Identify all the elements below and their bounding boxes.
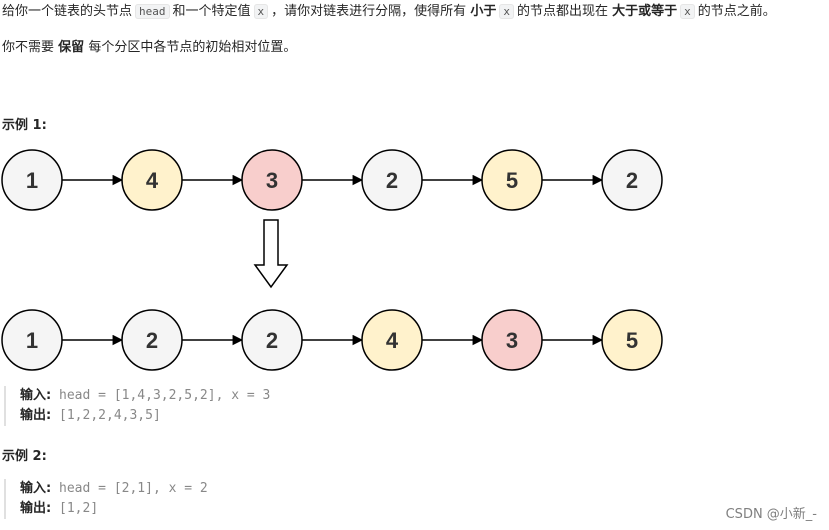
example-2-heading: 示例 2: bbox=[2, 449, 47, 464]
after-node-6 bbox=[601, 309, 663, 371]
input-line: 输入: head = [1,4,3,2,5,2], x = 3 bbox=[20, 386, 270, 406]
inline-code-x: x bbox=[253, 4, 269, 19]
before-node-label: 5 bbox=[506, 168, 518, 193]
before-node-label: 3 bbox=[266, 168, 278, 193]
csdn-watermark: CSDN @小新_- bbox=[725, 507, 817, 522]
after-node-5 bbox=[481, 309, 543, 371]
after-node-2 bbox=[121, 309, 183, 371]
after-node-label: 3 bbox=[506, 328, 518, 353]
after-node-label: 5 bbox=[626, 328, 638, 353]
inline-code-x: x bbox=[499, 4, 514, 19]
input-value: head = [2,1], x = 2 bbox=[59, 481, 208, 496]
intro-text: 的节点都出现在 bbox=[516, 4, 608, 19]
intro-text: 你不需要 bbox=[2, 40, 55, 55]
input-label: 输入: bbox=[20, 481, 52, 496]
after-node-4 bbox=[361, 309, 423, 371]
before-node-3 bbox=[241, 149, 303, 211]
output-value: [1,2] bbox=[59, 501, 99, 516]
before-node-2 bbox=[121, 149, 183, 211]
input-line: 输入: head = [2,1], x = 2 bbox=[20, 479, 208, 499]
intro-text: 给你一个链表的头节点 bbox=[2, 4, 133, 19]
intro-text: 的节点之前。 bbox=[697, 4, 776, 19]
after-node-label: 4 bbox=[386, 328, 399, 353]
before-node-label: 4 bbox=[146, 168, 159, 193]
linked-list-diagram: 1 4 3 2 5 2 1 2 2 4 3 5 bbox=[1, 149, 663, 371]
before-node-4 bbox=[361, 149, 423, 211]
after-node-label: 1 bbox=[26, 328, 38, 353]
bold-keep: 保留 bbox=[58, 40, 85, 55]
before-node-label: 2 bbox=[386, 168, 398, 193]
example-2-code: 输入: head = [2,1], x = 2 输出: [1,2] bbox=[4, 479, 208, 519]
output-line: 输出: [1,2] bbox=[20, 499, 208, 519]
intro-text: 和一个特定值 bbox=[172, 4, 251, 19]
before-node-6 bbox=[601, 149, 663, 211]
after-node-1 bbox=[1, 309, 63, 371]
bold-less-than: 小于 bbox=[470, 4, 497, 19]
output-value: [1,2,2,4,3,5] bbox=[59, 408, 161, 423]
inline-code-x: x bbox=[680, 4, 695, 19]
output-label: 输出: bbox=[20, 501, 52, 516]
output-label: 输出: bbox=[20, 408, 52, 423]
input-value: head = [1,4,3,2,5,2], x = 3 bbox=[59, 388, 271, 403]
before-node-1 bbox=[1, 149, 63, 211]
input-label: 输入: bbox=[20, 388, 52, 403]
intro-paragraph-2: 你不需要 保留 每个分区中各节点的初始相对位置。 bbox=[2, 38, 296, 58]
list-before: 1 4 3 2 5 2 bbox=[1, 149, 663, 211]
down-arrow-icon bbox=[253, 219, 289, 289]
intro-text: 每个分区中各节点的初始相对位置。 bbox=[88, 40, 297, 55]
list-after: 1 2 2 4 3 5 bbox=[1, 309, 663, 371]
before-node-label: 2 bbox=[626, 168, 638, 193]
inline-code-head: head bbox=[135, 4, 170, 19]
before-node-label: 1 bbox=[26, 168, 38, 193]
example-1-heading: 示例 1: bbox=[2, 118, 47, 133]
after-node-3 bbox=[241, 309, 303, 371]
intro-text: ，请你对链表进行分隔，使得所有 bbox=[271, 4, 467, 19]
after-node-label: 2 bbox=[146, 328, 158, 353]
bold-greater-equal: 大于或等于 bbox=[612, 4, 678, 19]
example-1-code: 输入: head = [1,4,3,2,5,2], x = 3 输出: [1,2… bbox=[4, 386, 270, 426]
before-node-5 bbox=[481, 149, 543, 211]
after-node-label: 2 bbox=[266, 328, 278, 353]
output-line: 输出: [1,2,2,4,3,5] bbox=[20, 406, 270, 426]
